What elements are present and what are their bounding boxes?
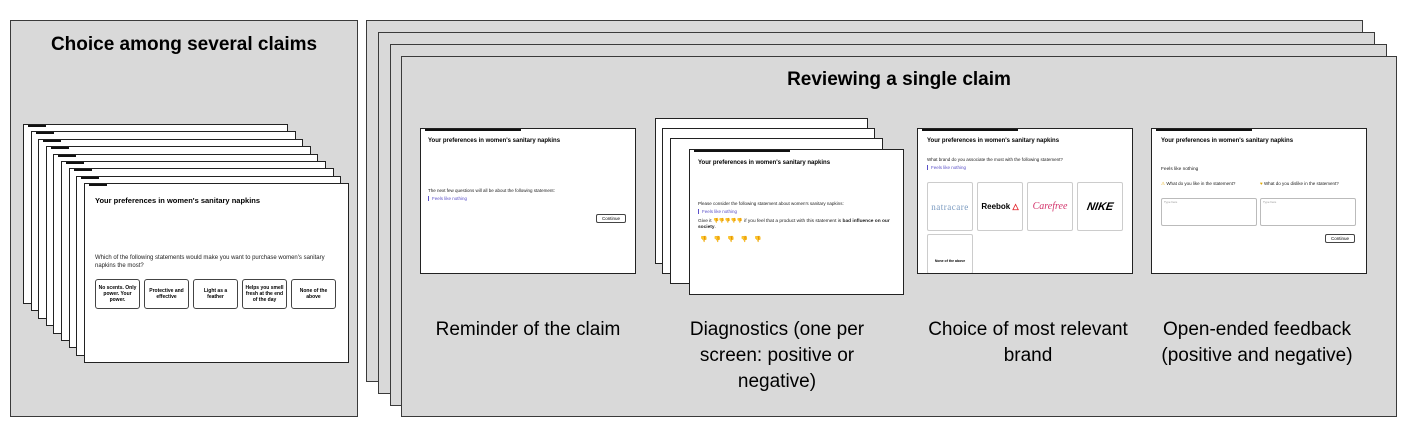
reminder-text: The next few questions will all be about… — [428, 188, 555, 193]
reminder-caption: Reminder of the claim — [435, 319, 621, 340]
brand-claim: Feels like nothing — [927, 165, 966, 170]
none-of-the-above-label: None of the above — [934, 259, 966, 263]
reminder-screen: Your preferences in women's sanitary nap… — [420, 128, 636, 274]
brand-option-none[interactable]: None of the above — [927, 234, 973, 273]
claims-survey-screen: Your preferences in women's sanitary nap… — [84, 183, 349, 363]
right-panel-title: Reviewing a single claim — [787, 69, 1011, 90]
rating-thumb-1[interactable]: 👎 — [700, 237, 714, 243]
heart-icon: ♥ — [1260, 181, 1263, 186]
feedback-like-input[interactable]: Type here — [1161, 198, 1257, 226]
brand-option-reebok[interactable]: Reebok △ — [977, 182, 1023, 231]
feedback-claim: Feels like nothing — [1161, 167, 1199, 172]
rating-scale: 👎👎👎👎👎 — [700, 236, 767, 243]
diagnostics-title: Your preferences in women's sanitary nap… — [698, 160, 831, 166]
rating-thumb-5[interactable]: 👎 — [753, 237, 768, 243]
left-panel-title: Choice among several claims — [50, 34, 318, 55]
brand-question: What brand do you associate the most wit… — [927, 157, 1063, 162]
left-panel: Choice among several claims Your prefere… — [10, 20, 358, 417]
brand-option-natracare[interactable]: natracare — [927, 182, 973, 231]
reminder-title: Your preferences in women's sanitary nap… — [428, 138, 561, 144]
feedback-dislike-label: ♥ What do you dislike in the statement? — [1260, 181, 1339, 186]
feedback-caption: Open-ended feedback (positive and negati… — [1161, 319, 1353, 366]
brand-screen: Your preferences in women's sanitary nap… — [917, 128, 1133, 274]
feedback-screen: Your preferences in women's sanitary nap… — [1151, 128, 1367, 274]
natracare-logo: natracare — [931, 201, 969, 212]
diagnostics-claim: Feels like nothing — [698, 209, 737, 214]
survey-question: Which of the following statements would … — [95, 255, 325, 269]
reminder-continue-button[interactable]: Continue — [596, 214, 626, 223]
claim-option-4[interactable]: Helps you smell fresh at the end of the … — [242, 279, 287, 309]
brand-option-carefree[interactable]: Carefree — [1027, 182, 1073, 231]
claim-option-3[interactable]: Light as a feather — [193, 279, 238, 309]
rating-thumb-2[interactable]: 👎 — [713, 237, 727, 243]
rating-thumb-4[interactable]: 👎 — [740, 237, 754, 243]
diagnostics-caption: Diagnostics (one per screen: positive or… — [689, 319, 865, 392]
right-panel: Reviewing a single claim Your preference… — [401, 56, 1397, 417]
feedback-like-label: ⚠ What do you like in the statement? — [1161, 181, 1236, 186]
thumbs-down-icons: 👎👎👎👎👎 — [712, 219, 743, 224]
diagnostics-screen: Your preferences in women's sanitary nap… — [689, 149, 904, 295]
diagnostics-text: Please consider the following statement … — [698, 201, 844, 206]
nike-logo: NIKE — [1085, 200, 1115, 213]
feedback-dislike-input[interactable]: Type here — [1260, 198, 1356, 226]
feedback-title: Your preferences in women's sanitary nap… — [1161, 138, 1294, 144]
reebok-logo: Reebok △ — [981, 202, 1019, 211]
carefree-logo: Carefree — [1032, 201, 1068, 212]
brand-option-nike[interactable]: NIKE — [1077, 182, 1123, 231]
claim-option-5[interactable]: None of the above — [291, 279, 336, 309]
warning-icon: ⚠ — [1161, 181, 1166, 186]
claim-option-2[interactable]: Protective and effective — [144, 279, 189, 309]
diagnostics-prompt: Give it 👎👎👎👎👎 if you feel that a product… — [698, 219, 890, 230]
brand-caption: Choice of most relevant brand — [928, 319, 1128, 366]
brand-title: Your preferences in women's sanitary nap… — [927, 138, 1060, 144]
survey-title: Your preferences in women's sanitary nap… — [95, 196, 261, 205]
feedback-continue-button[interactable]: Continue — [1325, 234, 1355, 243]
claim-option-1[interactable]: No scents. Only power. Your power. — [95, 279, 140, 309]
reminder-claim: Feels like nothing — [428, 196, 467, 201]
rating-thumb-3[interactable]: 👎 — [726, 237, 741, 243]
